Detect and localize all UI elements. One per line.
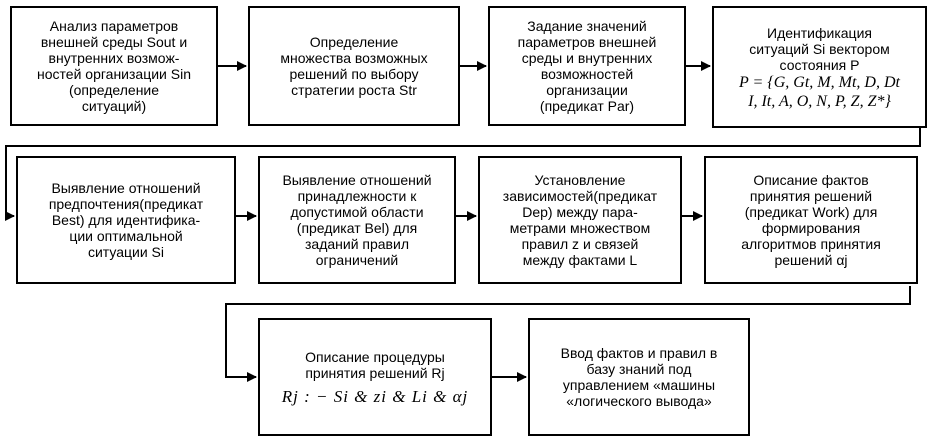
step-preference: Выявление отношений предпочтения(предика… <box>16 156 236 284</box>
step-analysis-text: Анализ параметров внешней среды Sout и в… <box>37 18 191 114</box>
step-parameters-text: Задание значений параметров внешней сред… <box>517 18 657 114</box>
step-solutions-text: Определение множества возможных решений … <box>280 34 428 98</box>
arrow-row1-to-row2 <box>5 128 921 221</box>
step-parameters: Задание значений параметров внешней сред… <box>488 6 686 126</box>
step-facts-text: Описание фактов принятия решений (предик… <box>741 172 881 268</box>
state-vector-formula-1: P = {G, Gt, M, Mt, D, Dt <box>739 74 900 91</box>
step-procedure-text: Описание процедуры принятия решений Rj <box>305 348 445 381</box>
step-preference-text: Выявление отношений предпочтения(предика… <box>48 180 204 260</box>
step-membership-text: Выявление отношений принадлежности к доп… <box>282 172 432 268</box>
step-procedure: Описание процедуры принятия решений Rj R… <box>258 318 492 436</box>
step-dependencies: Установление зависимостей(предикат Dep) … <box>478 156 682 284</box>
state-vector-formula-2: I, It, A, O, N, P, Z, Z*} <box>748 93 891 110</box>
step-knowledge-base-text: Ввод фактов и правил в базу знаний под у… <box>560 345 718 409</box>
step-identification-text: Идентификация ситуаций Si вектором состо… <box>749 25 890 73</box>
step-analysis: Анализ параметров внешней среды Sout и в… <box>10 6 218 126</box>
step-dependencies-text: Установление зависимостей(предикат Dep) … <box>502 172 658 268</box>
step-knowledge-base: Ввод фактов и правил в базу знаний под у… <box>528 318 750 436</box>
step-identification: Идентификация ситуаций Si вектором состо… <box>712 6 927 128</box>
step-facts: Описание фактов принятия решений (предик… <box>704 156 918 284</box>
decision-rule-formula: Rj : − Si & zi & Li & αj <box>281 386 469 406</box>
step-solutions: Определение множества возможных решений … <box>248 6 460 126</box>
arrow-row2-to-row3 <box>225 286 911 382</box>
step-membership: Выявление отношений принадлежности к доп… <box>258 156 456 284</box>
